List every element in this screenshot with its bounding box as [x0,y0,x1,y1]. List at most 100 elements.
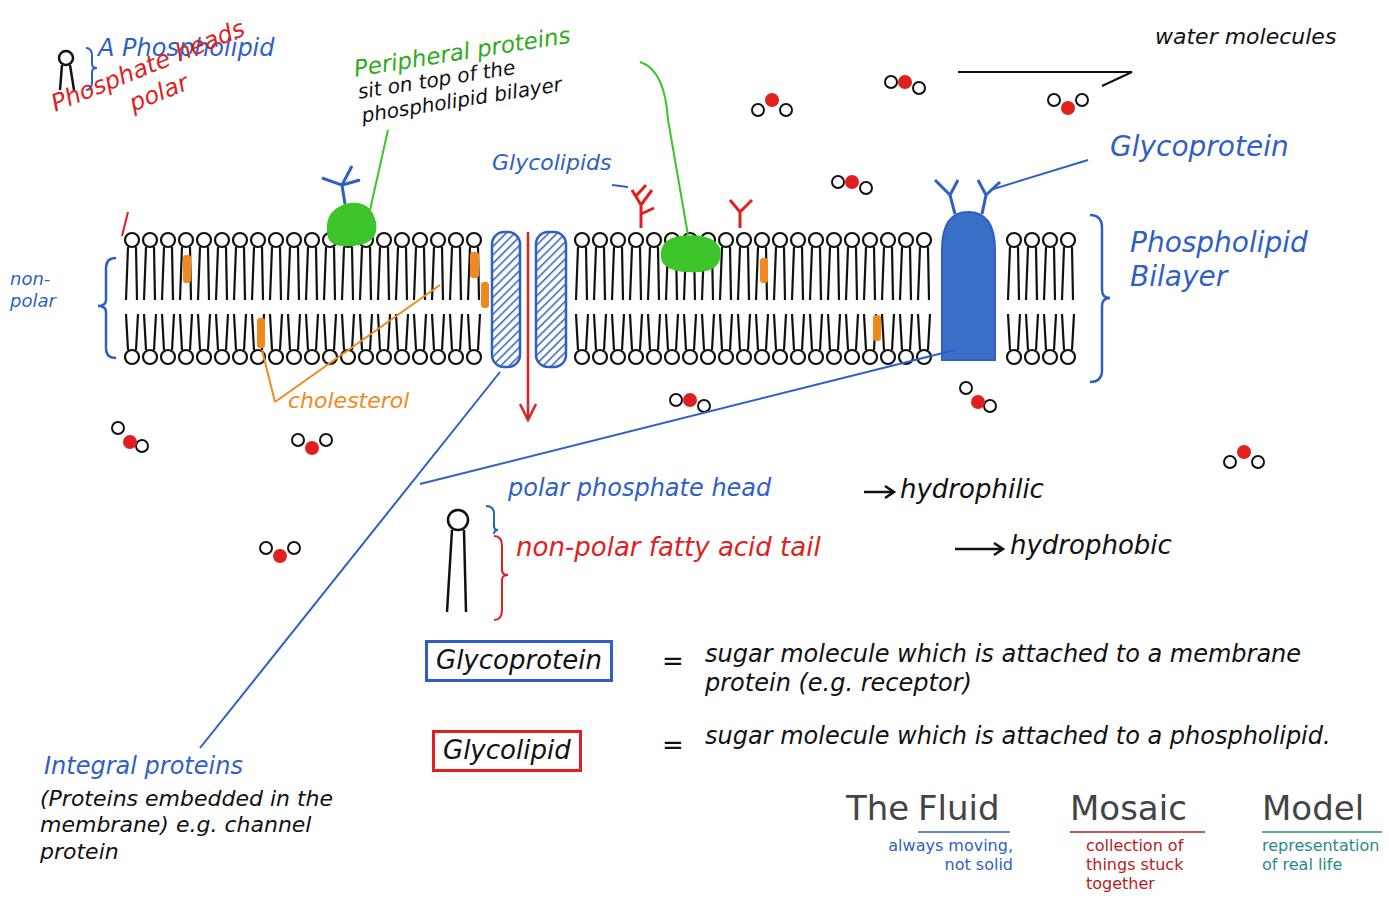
phosphate-head [1061,350,1075,364]
fatty-acid-tail [252,314,264,350]
hydrogen-atom [260,542,272,554]
oxygen-atom [1237,445,1251,459]
phosphate-head [125,233,139,247]
fatty-acid-tail [702,314,714,350]
oxygen-atom [971,395,985,409]
fatty-acid-tail [270,314,282,350]
fatty-acid-tail [882,314,894,350]
channel-protein [492,232,520,367]
fatty-acid-tail [666,314,678,350]
fatty-acid-tail [1026,314,1038,350]
phosphate-head [629,233,643,247]
hydrogen-atom [1048,94,1060,106]
channel-protein [536,232,566,367]
leader-line [200,372,500,748]
fatty-acid-tail [162,314,174,350]
phosphate-head [305,350,319,364]
phosphate-head [143,233,157,247]
hydrogen-atom [780,104,792,116]
phosphate-head [827,233,841,247]
property-label: non-polar fatty acid tail [516,532,821,563]
hydrogen-atom [288,542,300,554]
fatty-acid-tail [738,314,750,350]
phosphate-head [575,350,589,364]
fatty-acid-tail [774,247,785,300]
fatty-acid-tail [324,314,336,350]
phosphate-head [377,350,391,364]
phosphate-head [305,233,319,247]
fatty-acid-tail [288,314,300,350]
fatty-acid-tail [468,314,480,350]
fatty-acid-tail [918,247,929,300]
hydrogen-atom [913,82,925,94]
phosphate-head [215,350,229,364]
phosphate-head [863,350,877,364]
fatty-acid-tail [612,314,624,350]
fatty-acid-tail [612,247,623,300]
phosphate-head [287,350,301,364]
underline [1262,831,1382,833]
phosphate-head [665,350,679,364]
title-word: Fluid [918,788,1000,829]
bracket [486,506,498,534]
fatty-acid-tail [576,314,588,350]
part-label: water molecules [1155,24,1336,50]
fatty-acid-tail [1062,314,1074,350]
water-molecules [112,75,1264,563]
fatty-acid-tail [720,247,731,300]
fatty-acid-tail [216,247,227,300]
title-word: Mosaic [1070,788,1187,829]
phosphate-head [179,233,193,247]
phosphate-head [215,233,229,247]
fatty-acid-tail [216,314,228,350]
phosphate-head [1025,233,1039,247]
fatty-acid-tail [396,314,408,350]
phosphate-head [719,350,733,364]
oxygen-atom [123,435,137,449]
fatty-acid-tail [864,247,875,300]
property-label: polar phosphate head [508,474,771,503]
glycolipid-sugar [730,200,752,228]
phospholipids [125,233,1075,364]
phosphate-head [161,350,175,364]
leader-line [990,160,1088,190]
hydrogen-atom [860,182,872,194]
underline [1070,831,1205,833]
fatty-acid-tail [288,247,299,300]
leader-line [262,285,440,402]
peripheral-protein [327,203,377,247]
phosphate-head [737,233,751,247]
fatty-acid-tail [126,247,137,300]
hydrogen-atom [832,176,844,188]
fatty-acid-tail [918,314,930,350]
title-word: The [846,788,909,829]
phosphate-head [593,350,607,364]
transport-arrow [520,232,536,420]
fatty-acid-tail [252,247,263,300]
fatty-acid-tail [162,247,173,300]
fatty-acid-tail [594,314,606,350]
phosphate-head [917,233,931,247]
subtitle-note: collection of things stuck together [1086,836,1216,894]
fatty-acid-tail [234,247,245,300]
hydrogen-atom [320,434,332,446]
subtitle-note: representation of real life [1262,836,1386,874]
fatty-acid-tail [810,247,821,300]
box-label: Glycolipid [443,735,571,766]
fatty-acid-tail [324,247,335,300]
fatty-acid-tail [648,314,660,350]
phosphate-head [431,350,445,364]
phosphate-head [143,350,157,364]
phosphate-head [1043,233,1057,247]
fatty-acid-tail [414,247,425,300]
hydrogen-atom [1076,94,1088,106]
fatty-acid-tail [360,247,371,300]
phosphate-head [683,350,697,364]
hydrogen-atom [112,422,124,434]
phosphate-head [827,350,841,364]
oxygen-atom [683,393,697,407]
arrow [864,486,894,498]
phosphate-head [431,233,445,247]
fatty-acid-tail [1044,314,1056,350]
fatty-acid-tail [900,314,912,350]
